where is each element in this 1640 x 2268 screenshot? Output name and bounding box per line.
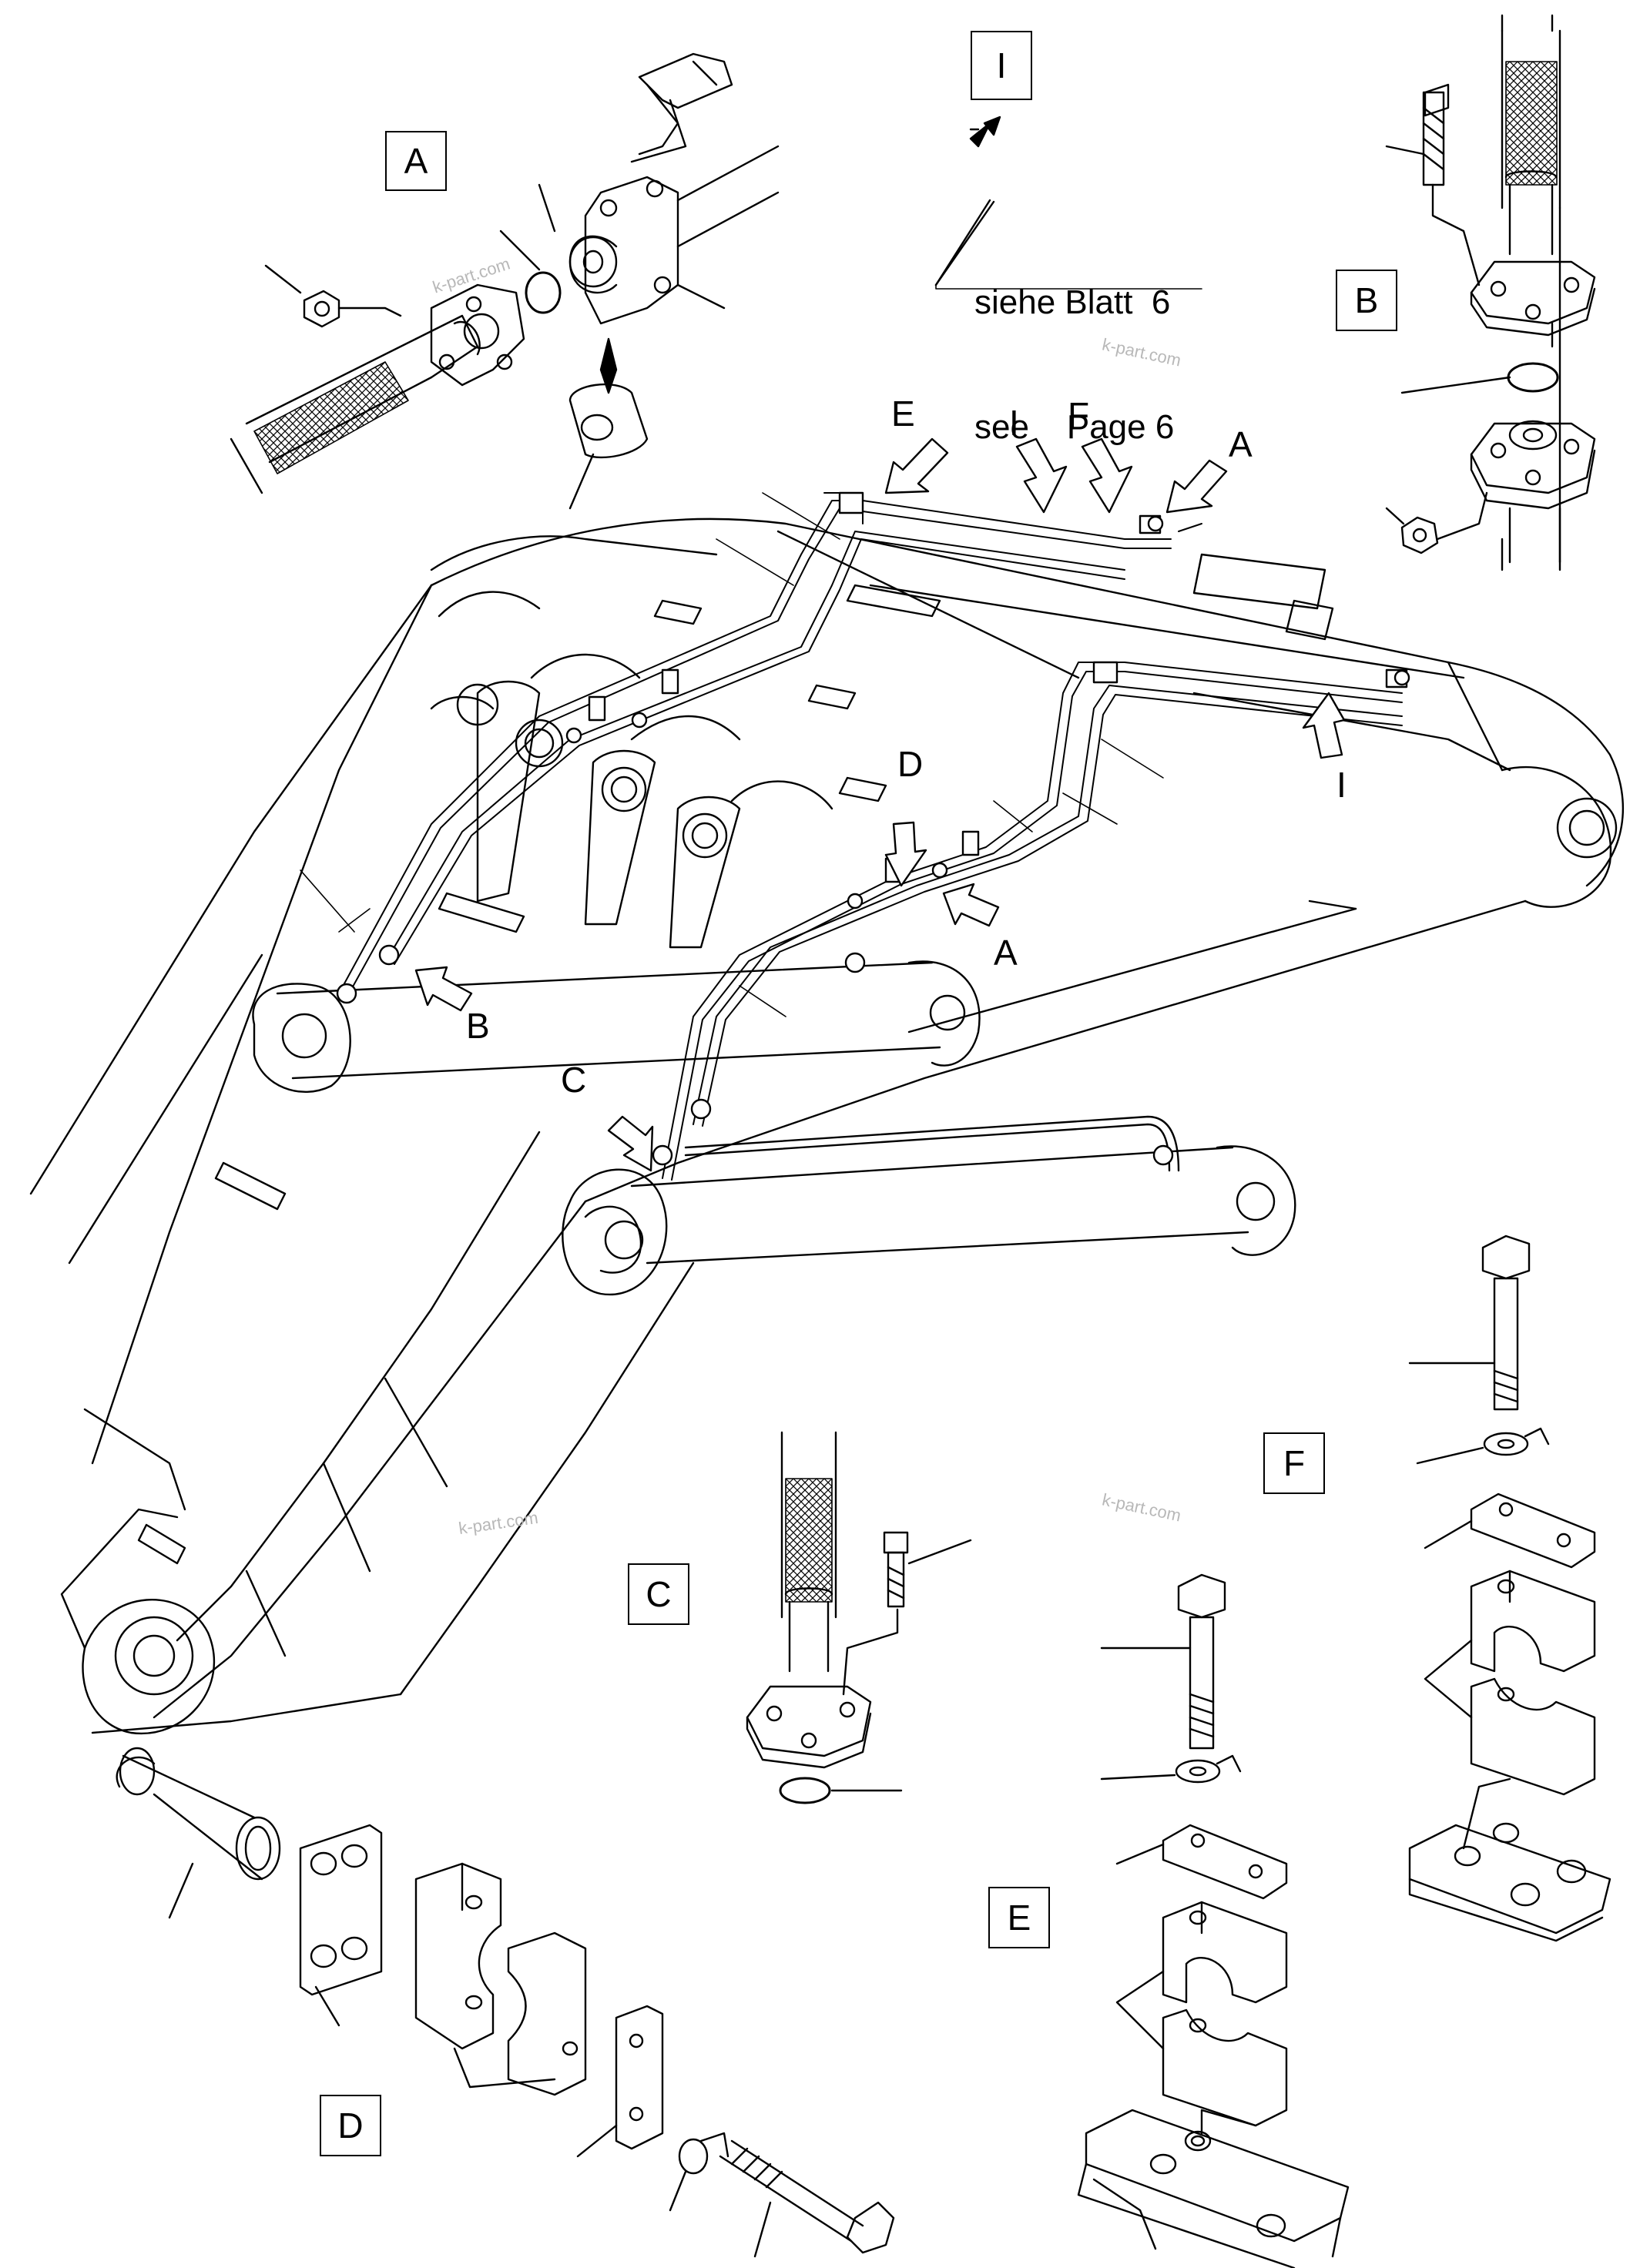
leader-lines bbox=[300, 492, 1164, 1017]
detail-c-hose-flange bbox=[746, 1431, 972, 1804]
tube-clamps bbox=[336, 491, 1410, 1166]
note-line-2: see Page 6 bbox=[974, 408, 1175, 446]
callout-i-right: I bbox=[1336, 765, 1347, 805]
callout-d: D bbox=[897, 744, 924, 784]
callout-i-top: I bbox=[1009, 403, 1019, 443]
detail-box-e: E bbox=[988, 1887, 1050, 1948]
detail-f-clamp-stack bbox=[1408, 1235, 1611, 1942]
detail-e-clamp-stack bbox=[1077, 1573, 1350, 2268]
right-cylinder bbox=[562, 1115, 1296, 1296]
detail-box-c: C bbox=[628, 1563, 689, 1625]
callout-arrows bbox=[414, 122, 1346, 1172]
detail-box-d: D bbox=[320, 2095, 381, 2156]
callout-a-mid: A bbox=[994, 933, 1018, 973]
tube-run-upper bbox=[338, 492, 1202, 996]
detail-box-a: A bbox=[385, 131, 447, 191]
detail-box-b: B bbox=[1336, 270, 1397, 331]
detail-d-clamp bbox=[116, 1747, 895, 2258]
detail-b-hose-flange bbox=[1385, 14, 1596, 571]
tube-run-lower bbox=[662, 662, 1403, 1181]
detail-box-i: I bbox=[971, 31, 1032, 100]
left-cylinder bbox=[252, 960, 981, 1094]
callout-a-top: A bbox=[1229, 424, 1253, 464]
detail-box-f: F bbox=[1263, 1432, 1325, 1494]
callout-c: C bbox=[561, 1060, 587, 1100]
detail-a-hose-flange bbox=[230, 52, 780, 510]
page-reference-note: siehe Blatt 6 see Page 6 bbox=[974, 199, 1174, 490]
callout-f: F bbox=[1068, 395, 1090, 435]
note-line-1: siehe Blatt 6 bbox=[974, 283, 1171, 321]
callout-b: B bbox=[466, 1006, 490, 1046]
callout-e: E bbox=[891, 394, 915, 434]
